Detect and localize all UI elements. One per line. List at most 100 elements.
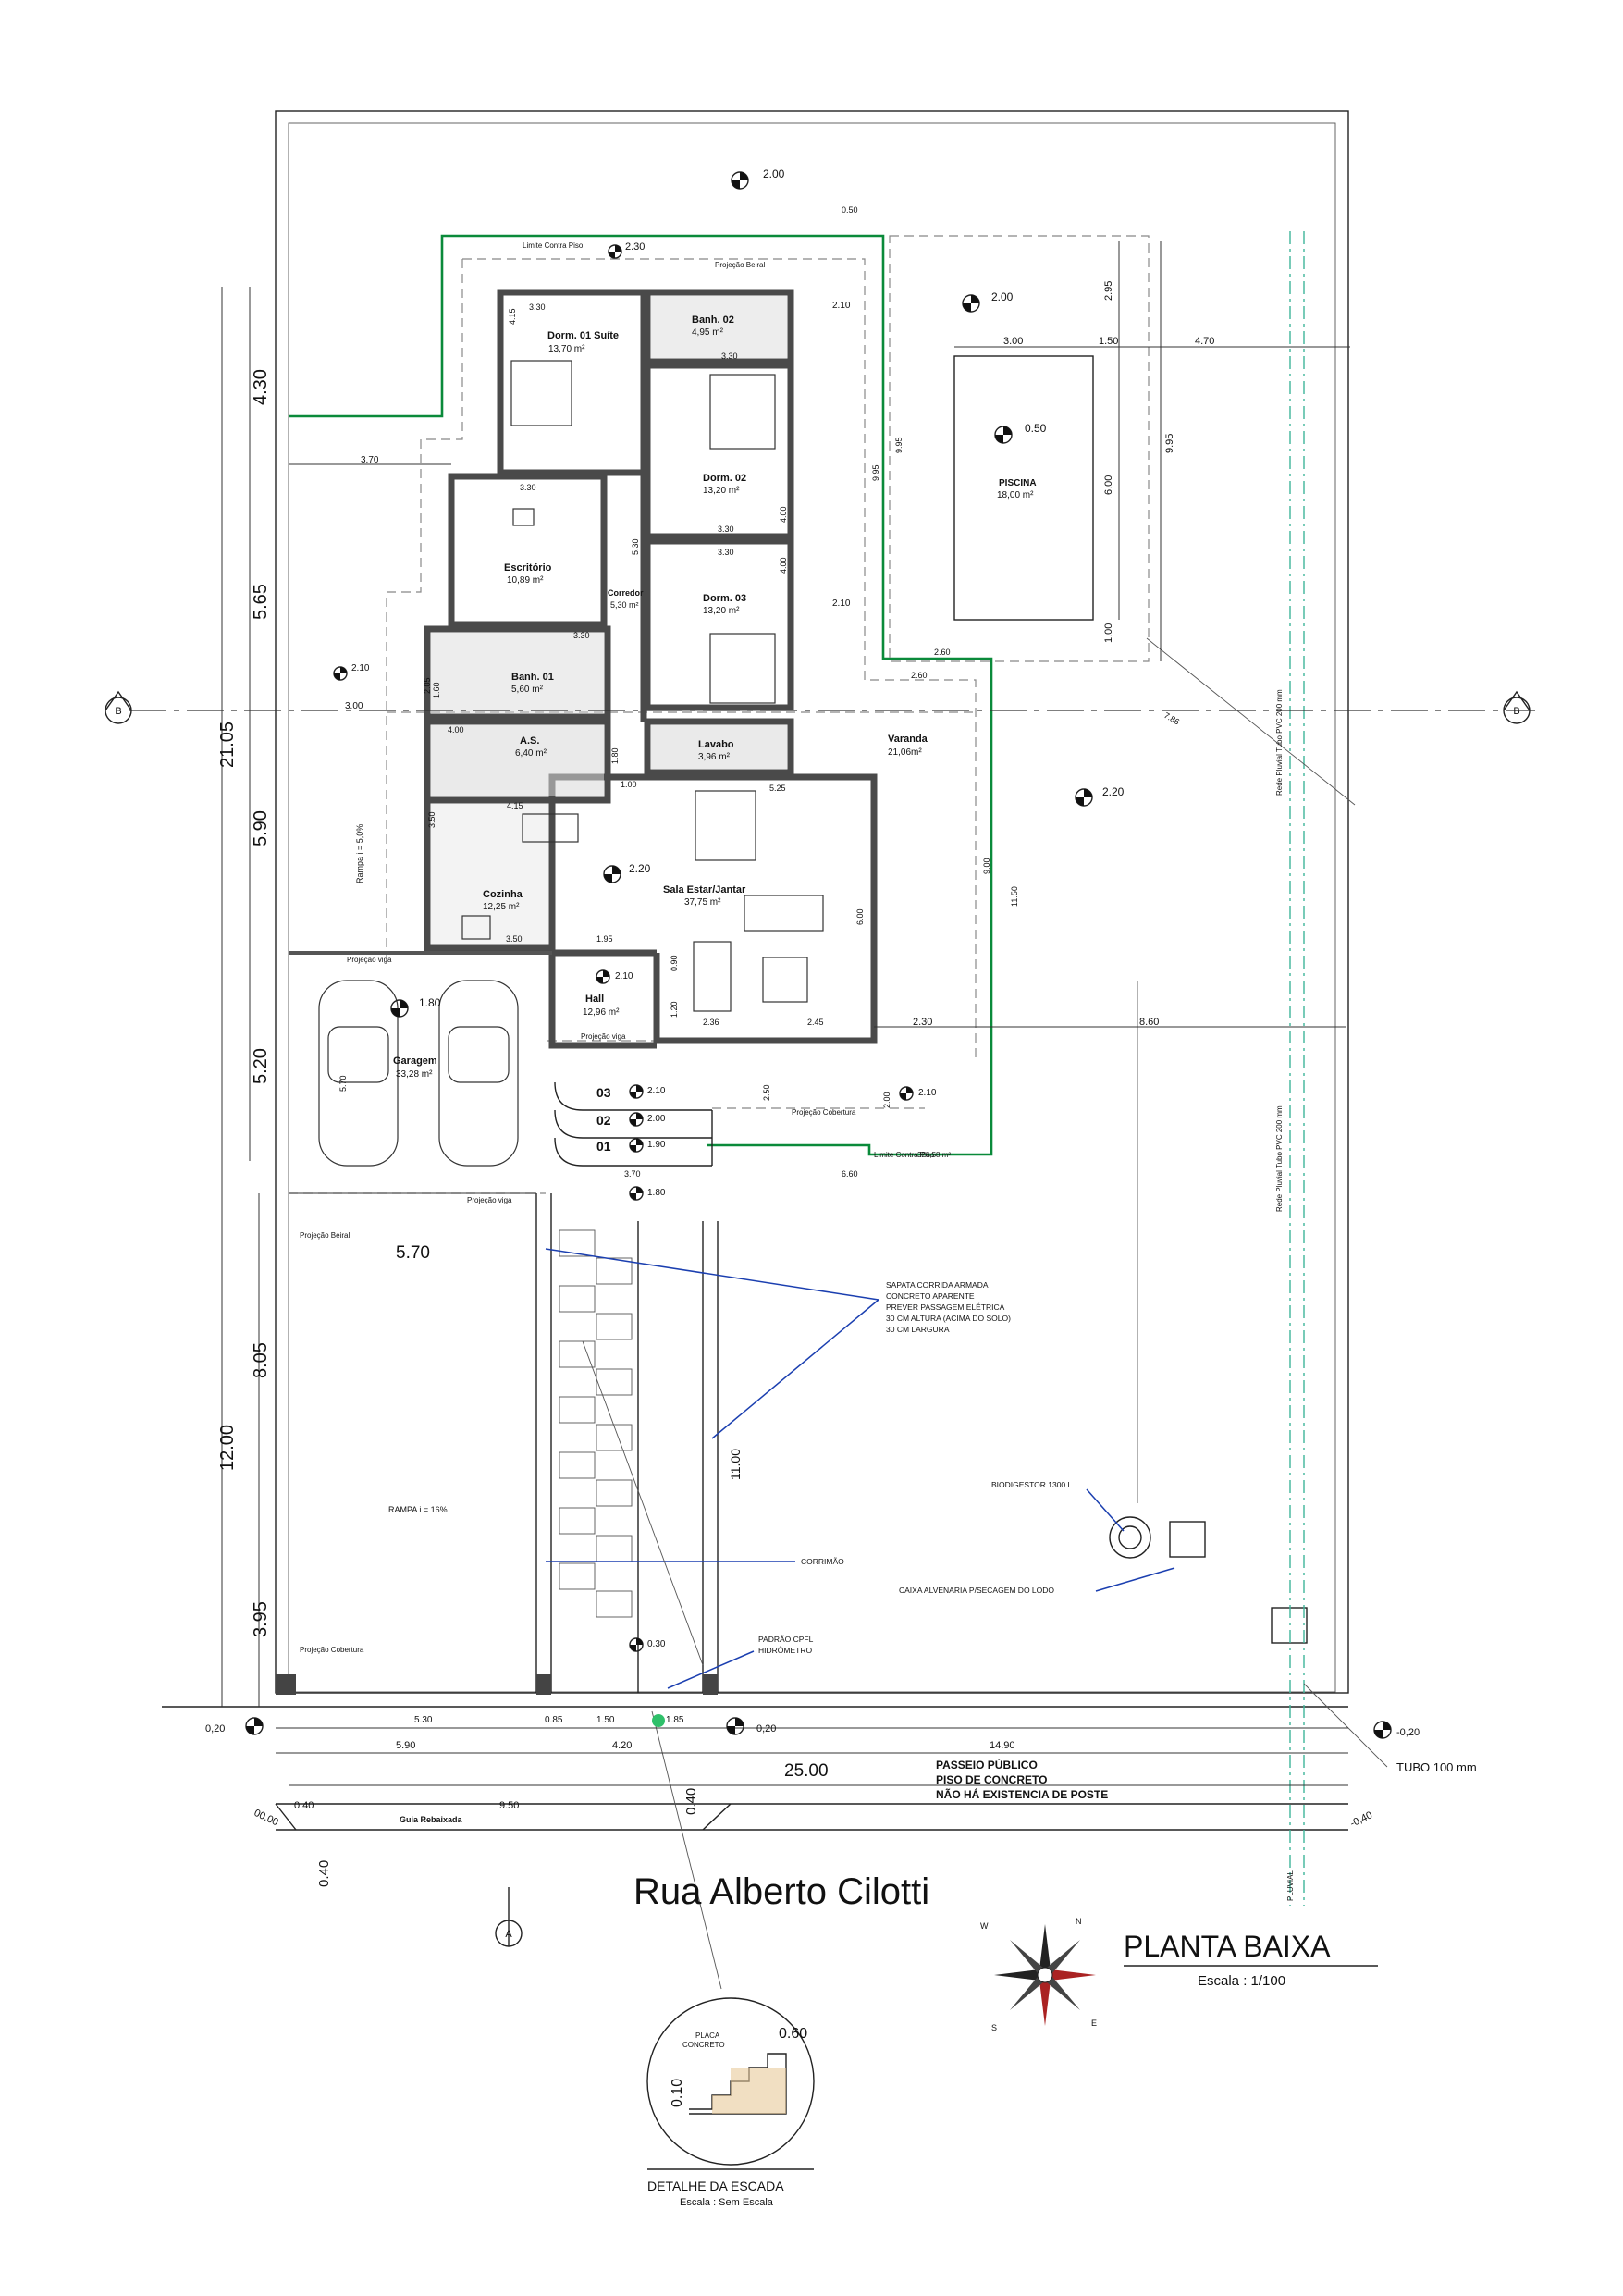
room-hall-area: 12,96 m² <box>583 1007 620 1018</box>
dim-995c: 9.95 <box>871 464 880 481</box>
compass-s: S <box>991 2023 997 2032</box>
compass-e: E <box>1091 2018 1097 2028</box>
dim-350b: 3.50 <box>506 934 523 944</box>
dim-m040: -0,40 <box>1348 1809 1374 1829</box>
section-marker-a <box>495 1887 523 1947</box>
dim-000: 00,00 <box>252 1808 280 1829</box>
dim-430: 4.30 <box>251 369 271 405</box>
room-lavabo-area: 3,96 m² <box>698 752 731 762</box>
section-a-letter: A <box>505 1929 512 1940</box>
level-right-ground: -0,20 <box>1396 1727 1420 1738</box>
dim-470: 4.70 <box>1195 336 1214 347</box>
note-proj-viga: Projeção viga <box>347 956 392 964</box>
dim-185: 1.85 <box>666 1715 684 1725</box>
room-varanda-name: Varanda <box>888 734 928 745</box>
dim-150: 1.50 <box>1099 336 1118 347</box>
room-dorm2-name: Dorm. 02 <box>703 473 746 484</box>
level-b3: 2.10 <box>351 663 370 673</box>
leader-lines <box>545 637 1388 1990</box>
dim-300: 3.00 <box>1003 336 1023 347</box>
level-sala: 2.20 <box>629 862 651 875</box>
detail-height: 0.10 <box>670 2079 685 2107</box>
note-sapata-3: PREVER PASSAGEM ELÉTRICA <box>886 1302 1005 1312</box>
room-banh1-name: Banh. 01 <box>511 672 554 683</box>
dim-100: 1.00 <box>621 780 637 789</box>
furniture <box>318 360 1308 1644</box>
detail-title: DETALHE DA ESCADA <box>647 2179 784 2193</box>
dim-050: 0.50 <box>842 205 858 215</box>
dim-260b: 2.60 <box>911 671 928 680</box>
dim-230: 2.30 <box>913 1017 932 1028</box>
dim-570v: 5.70 <box>338 1075 348 1092</box>
dim-805: 8.05 <box>251 1342 271 1378</box>
dim-565: 5.65 <box>251 584 271 620</box>
walkway <box>276 1193 719 1695</box>
room-corredor-area: 5,30 m² <box>610 600 639 610</box>
dim-2500: 25.00 <box>784 1761 829 1781</box>
dim-350: 3.50 <box>427 811 436 828</box>
detail-scale: Escala : Sem Escala <box>680 2197 774 2208</box>
note-limite-contra-piso: Limite Contra Piso <box>523 241 584 250</box>
note-biodigestor: BIODIGESTOR 1300 L <box>991 1480 1073 1489</box>
note-rede-1: Rede Pluvial Tubo PVC 200 mm <box>1275 689 1284 796</box>
stair-01: 01 <box>596 1139 611 1154</box>
level-b2: 2.10 <box>832 599 851 609</box>
dim-415: 4.15 <box>508 308 517 325</box>
room-as-area: 6,40 m² <box>515 748 547 759</box>
room-cozinha-name: Cozinha <box>483 889 523 900</box>
note-rede-2: Rede Pluvial Tubo PVC 200 mm <box>1275 1105 1284 1212</box>
level-piscina: 0.50 <box>1025 422 1047 435</box>
dim-236: 2.36 <box>703 1018 719 1027</box>
note-proj-viga-3: Projeção viga <box>581 1032 626 1041</box>
entry-steps <box>554 1081 713 1167</box>
room-dorm2-area: 13,20 m² <box>703 486 740 496</box>
detail-width: 0.60 <box>779 2026 807 2042</box>
level-left-ground: 0,20 <box>205 1723 225 1734</box>
lot-boundary <box>275 110 1349 1694</box>
dim-330d: 3.30 <box>718 525 734 534</box>
dim-180v: 1.80 <box>610 747 620 764</box>
room-piscina-area: 18,00 m² <box>997 490 1034 500</box>
note-proj-cobertura-2: Projeção Cobertura <box>300 1646 364 1654</box>
room-corredor-name: Corredor <box>608 588 644 598</box>
dim-370b: 3.70 <box>624 1169 641 1179</box>
dim-040b: 0.40 <box>683 1788 699 1815</box>
dim-590: 5.90 <box>251 810 271 846</box>
room-garagem-name: Garagem <box>393 1055 437 1067</box>
dim-400v: 4.00 <box>779 506 788 523</box>
section-marker-b-left <box>105 690 132 724</box>
room-sala-area: 37,75 m² <box>684 897 721 907</box>
dim-1200: 12.00 <box>217 1425 238 1471</box>
wet-area-tiling <box>431 296 787 944</box>
room-cozinha-area: 12,25 m² <box>483 902 520 912</box>
dim-330c: 3.30 <box>721 352 738 361</box>
dim-245: 2.45 <box>807 1018 824 1027</box>
note-caixa: CAIXA ALVENARIA P/SECAGEM DO LODO <box>899 1586 1054 1595</box>
note-rampa-garagem: Rampa i = 5,0% <box>355 824 364 883</box>
beiral-projection <box>289 235 1150 1194</box>
dim-950: 9.50 <box>499 1800 519 1811</box>
drawing-title: PLANTA BAIXA <box>1124 1930 1331 1963</box>
dim-040c: 0.40 <box>316 1860 332 1887</box>
dim-300b: 3.00 <box>345 701 363 711</box>
compass-n: N <box>1076 1917 1082 1926</box>
dim-195: 1.95 <box>596 934 613 944</box>
dim-400v2: 4.00 <box>779 557 788 574</box>
room-suite-area: 13,70 m² <box>548 344 585 354</box>
room-escritorio-name: Escritório <box>504 562 552 574</box>
dim-600p: 6.00 <box>1103 475 1114 495</box>
sidewalk-note-3: NÃO HÁ EXISTENCIA DE POSTE <box>936 1787 1108 1801</box>
dim-200: 2.00 <box>882 1092 891 1108</box>
dim-900: 9.00 <box>982 858 991 874</box>
note-corrimao: CORRIMÃO <box>801 1557 844 1566</box>
stair-03: 03 <box>596 1085 611 1100</box>
room-garagem-area: 33,28 m² <box>396 1069 433 1080</box>
dim-150b: 1.50 <box>596 1715 615 1725</box>
room-sala-name: Sala Estar/Jantar <box>663 884 746 895</box>
compass-rose <box>994 1924 1096 2026</box>
dim-860: 8.60 <box>1139 1017 1159 1028</box>
dim-330a: 3.30 <box>529 302 546 312</box>
note-pluvial: PLUVIAL <box>1286 1870 1295 1901</box>
dim-530v: 5.30 <box>631 538 640 555</box>
level-s01: 1.90 <box>647 1140 666 1150</box>
